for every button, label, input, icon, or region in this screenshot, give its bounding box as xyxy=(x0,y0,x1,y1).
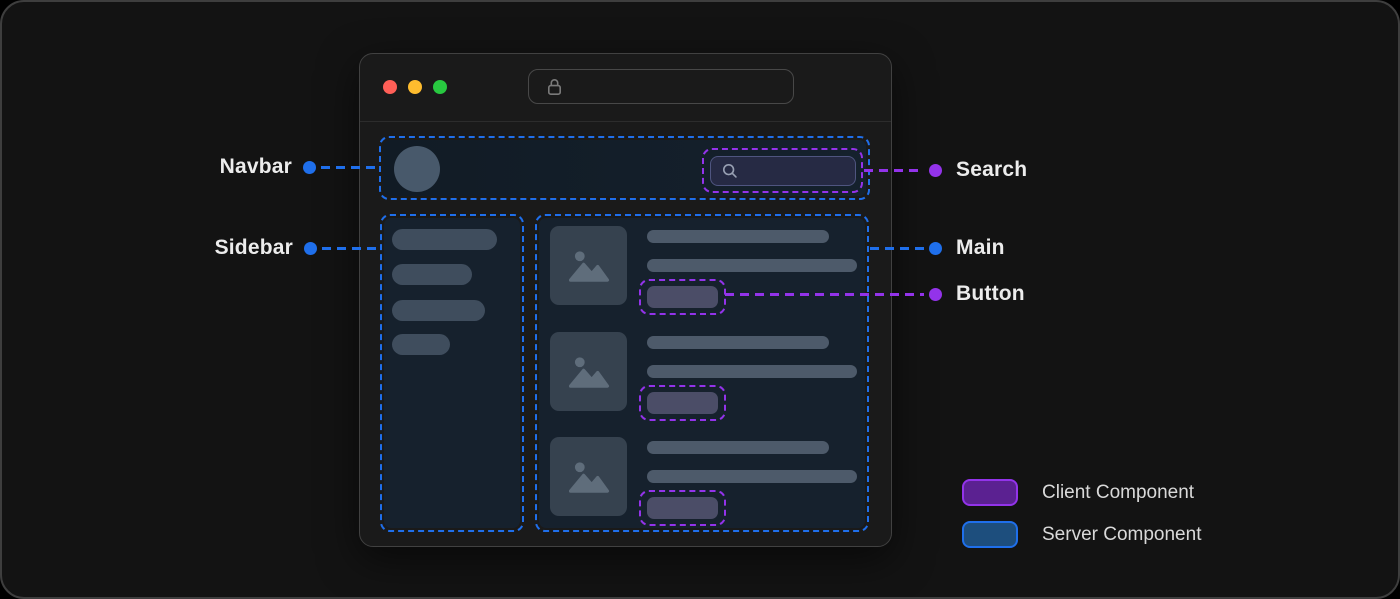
card-button[interactable] xyxy=(647,286,718,308)
sidebar-skeleton-bar xyxy=(392,264,472,285)
legend-server-row: Server Component xyxy=(962,521,1201,548)
avatar[interactable] xyxy=(394,146,440,192)
search-input[interactable] xyxy=(710,156,856,186)
callout-navbar-label: Navbar xyxy=(219,155,292,178)
text-skeleton-bar xyxy=(647,365,857,378)
navbar-server-boundary xyxy=(379,136,870,200)
connector-dot xyxy=(304,241,317,255)
card xyxy=(535,437,869,533)
lock-icon xyxy=(547,78,562,96)
window-close-button[interactable] xyxy=(383,80,397,94)
card-button[interactable] xyxy=(647,392,718,414)
legend: Client Component Server Component xyxy=(962,479,1201,548)
text-skeleton-bar xyxy=(647,259,857,272)
window-zoom-button[interactable] xyxy=(433,80,447,94)
titlebar-divider xyxy=(360,121,891,122)
legend-client-label: Client Component xyxy=(1042,481,1195,503)
main-server-boundary xyxy=(535,214,869,532)
legend-server-label: Server Component xyxy=(1042,523,1202,545)
callout-main-label: Main xyxy=(956,236,1005,259)
connector-line xyxy=(322,246,380,250)
callout-sidebar: Sidebar xyxy=(142,235,380,261)
text-skeleton-bar xyxy=(647,336,829,349)
connector-line xyxy=(321,165,379,169)
callout-sidebar-label: Sidebar xyxy=(214,236,293,259)
image-placeholder xyxy=(550,226,627,305)
sidebar-server-boundary xyxy=(380,214,524,532)
card-button[interactable] xyxy=(647,497,718,519)
text-skeleton-bar xyxy=(647,470,857,483)
text-skeleton-bar xyxy=(647,441,829,454)
button-client-boundary xyxy=(639,279,726,315)
connector-dot xyxy=(303,160,316,174)
connector-line xyxy=(864,168,924,172)
window-minimize-button[interactable] xyxy=(408,80,422,94)
connector-dot xyxy=(929,163,942,177)
text-skeleton-bar xyxy=(647,230,829,243)
search-icon xyxy=(721,162,739,180)
image-placeholder xyxy=(550,437,627,516)
callout-button-label: Button xyxy=(956,282,1025,305)
card xyxy=(535,332,869,428)
connector-line xyxy=(725,292,924,296)
client-component-swatch xyxy=(962,479,1018,506)
callout-main: Main xyxy=(870,235,1005,261)
sidebar-skeleton-bar xyxy=(392,229,497,250)
address-bar[interactable] xyxy=(528,69,794,104)
connector-dot xyxy=(929,241,942,255)
connector-dot xyxy=(929,287,942,301)
card xyxy=(535,226,869,322)
search-client-boundary xyxy=(702,148,863,193)
connector-line xyxy=(870,246,924,250)
button-client-boundary xyxy=(639,490,726,526)
callout-search-label: Search xyxy=(956,158,1028,181)
sidebar-skeleton-bar xyxy=(392,334,450,355)
callout-search: Search xyxy=(864,157,1027,183)
callout-button: Button xyxy=(725,281,1025,307)
callout-navbar: Navbar xyxy=(142,154,379,180)
legend-client-row: Client Component xyxy=(962,479,1201,506)
sidebar-skeleton-bar xyxy=(392,300,485,321)
server-component-swatch xyxy=(962,521,1018,548)
image-placeholder xyxy=(550,332,627,411)
button-client-boundary xyxy=(639,385,726,421)
